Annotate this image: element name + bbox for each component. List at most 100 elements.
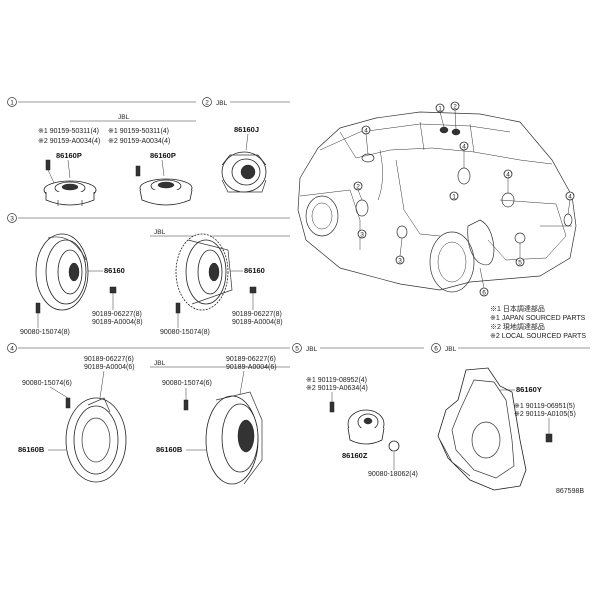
svg-text:4: 4	[364, 128, 368, 135]
s1-left-part: 86160P	[56, 151, 82, 160]
s1-right-note1: ※1 90159-50311(4)	[108, 128, 169, 135]
callout: 4	[565, 191, 575, 201]
callout: 5	[515, 257, 525, 267]
s3-right-part: 86160	[244, 266, 265, 275]
section-3-region: JBL	[154, 229, 166, 236]
svg-text:2: 2	[453, 104, 457, 111]
svg-text:6: 6	[482, 290, 486, 297]
s6-note2: ※2 90119-A0105(5)	[514, 411, 576, 418]
legend-line3: ※2 現地調達部品	[490, 322, 545, 331]
speaker-location-icon	[396, 225, 408, 239]
s3-right-screw: 90080-15074(8)	[160, 329, 210, 336]
callout: 3	[395, 255, 405, 265]
tweeter-left	[43, 159, 97, 206]
speaker-location-icon	[457, 167, 471, 185]
s3-left-fast1: 90189-06227(8)	[92, 311, 142, 318]
woofer-right	[175, 233, 233, 311]
subwoofer-enclosure	[437, 367, 527, 491]
s1-right-note2: ※2 90159-A0034(4)	[108, 138, 170, 145]
door-speaker-left	[65, 397, 127, 483]
subwoofer-small	[347, 409, 385, 445]
section-5: 5 JBL ※1 90119-08952(4) ※2 90119-A0634(4…	[292, 343, 424, 478]
svg-text:1: 1	[438, 106, 442, 113]
svg-text:4: 4	[506, 172, 510, 179]
s4-right-part: 86160B	[156, 445, 183, 454]
section-4: 4 JBL 90189-06227(6) 90189-A0004(6) 9008…	[7, 343, 290, 485]
screw-icon	[35, 302, 41, 314]
svg-text:4: 4	[568, 194, 572, 201]
callout: 1	[449, 191, 459, 201]
callout: 3	[357, 229, 367, 239]
s4-left-fast2: 90189-A0004(6)	[84, 364, 135, 371]
svg-text:3: 3	[398, 258, 402, 265]
screw-icon	[329, 401, 335, 413]
vehicle-overview: 1 2 4 4 2 3 3 4 5 6 4 1	[297, 101, 577, 297]
section-5-region: JBL	[306, 346, 318, 353]
section-4-number: 4	[10, 346, 14, 353]
clip-icon	[249, 286, 257, 294]
s1-left-note1: ※1 90159-50311(4)	[38, 128, 99, 135]
section-3: 3 JBL 86160 90189-06227(8) 90189-A0004(8…	[7, 213, 290, 336]
section-3-number: 3	[10, 216, 14, 223]
section-1: 1 JBL ※1 90159-50311(4) ※2 90159-A0034(4…	[7, 97, 196, 206]
speaker-location-icon	[563, 213, 573, 227]
legend-line2: ※1 JAPAN SOURCED PARTS	[490, 315, 586, 322]
screw-icon	[545, 433, 553, 443]
screw-icon	[135, 165, 141, 177]
s5-note1: ※1 90119-08952(4)	[306, 377, 367, 384]
figure-code: 867598B	[556, 488, 584, 495]
section-6-region: JBL	[445, 346, 457, 353]
s3-left-fast2: 90189-A0004(8)	[92, 319, 143, 326]
nut-icon	[388, 440, 400, 452]
speaker-location-icon	[451, 128, 461, 136]
section-2-region: JBL	[216, 100, 228, 107]
clip-icon	[109, 286, 117, 294]
speaker-location-icon	[501, 192, 515, 208]
s2-part: 86160J	[234, 125, 259, 134]
svg-text:4: 4	[462, 144, 466, 151]
section-1-region: JBL	[118, 114, 130, 121]
speaker-center	[221, 151, 267, 193]
section-1-number: 1	[10, 100, 14, 107]
s3-left-screw: 90080-15074(8)	[20, 329, 70, 336]
woofer-left	[35, 233, 89, 311]
legend-line1: ※1 日本調達部品	[490, 304, 545, 313]
screw-icon	[45, 159, 51, 171]
callout: 1	[435, 103, 445, 113]
section-5-number: 5	[295, 346, 299, 353]
door-speaker-right	[205, 391, 263, 485]
section-2-marker	[202, 97, 212, 107]
s3-right-fast1: 90189-06227(8)	[232, 311, 282, 318]
section-5-marker	[292, 343, 302, 353]
s5-part: 86160Z	[342, 451, 368, 460]
speaker-location-icon	[355, 199, 369, 217]
svg-text:3: 3	[360, 232, 364, 239]
tweeter-right	[135, 165, 193, 206]
s5-note2: ※2 90119-A0634(4)	[306, 385, 368, 392]
section-6-number: 6	[434, 346, 438, 353]
screw-icon	[175, 302, 181, 314]
s1-left-note2: ※2 90159-A0034(4)	[38, 138, 100, 145]
s6-note1: ※1 90119-06951(5)	[514, 403, 575, 410]
speaker-location-icon	[439, 126, 449, 134]
s3-right-fast2: 90189-A0004(8)	[232, 319, 283, 326]
s1-right-part: 86160P	[150, 151, 176, 160]
section-4-region: JBL	[154, 360, 166, 367]
s4-left-screw: 90080-15074(6)	[22, 380, 72, 387]
section-6: 6 JBL 86160Y ※1 90119-06951(5) ※2 90119-…	[431, 343, 590, 495]
screw-icon	[65, 397, 71, 409]
s4-left-fast1: 90189-06227(6)	[84, 356, 134, 363]
callout: 6	[479, 287, 489, 297]
callout: 4	[361, 125, 371, 135]
legend-line4: ※2 LOCAL SOURCED PARTS	[490, 333, 586, 340]
svg-text:2: 2	[356, 184, 360, 191]
section-6-marker	[431, 343, 441, 353]
s6-part: 86160Y	[516, 385, 542, 394]
callout: 2	[353, 181, 363, 191]
section-4-marker	[7, 343, 17, 353]
section-1-marker	[7, 97, 17, 107]
speaker-location-icon	[514, 232, 526, 244]
s4-right-fast2: 90189-A0004(6)	[226, 364, 277, 371]
s4-left-part: 86160B	[18, 445, 45, 454]
